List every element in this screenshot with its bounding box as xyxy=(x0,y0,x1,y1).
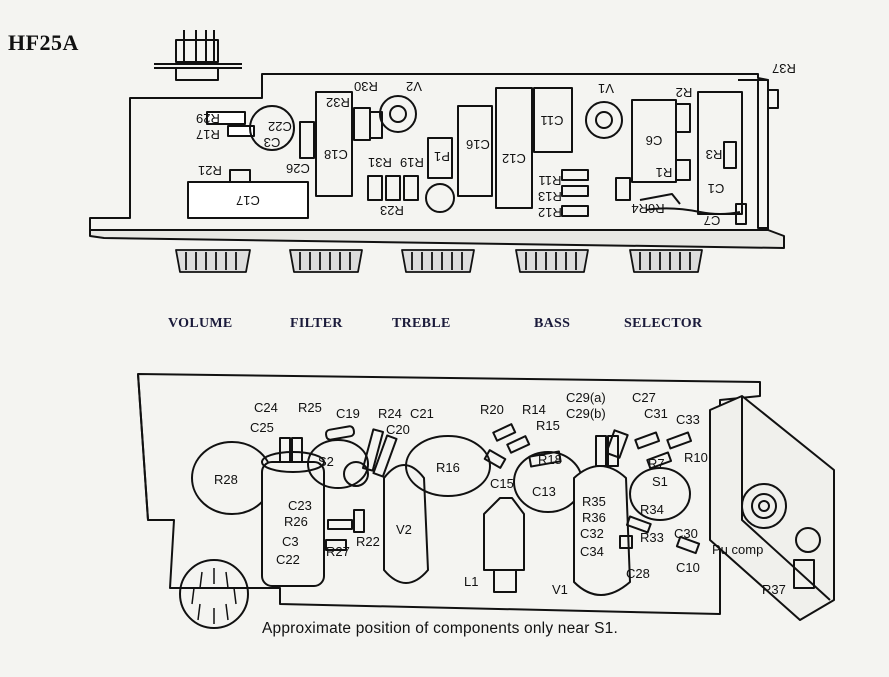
label-r20: R20 xyxy=(480,402,504,417)
label-c21: C21 xyxy=(410,406,434,421)
label-r27: R27 xyxy=(326,544,350,559)
label-r6r4: R6R4 xyxy=(631,201,664,216)
label-r14: R14 xyxy=(522,402,546,417)
label-r22: R22 xyxy=(356,534,380,549)
label-c31: C31 xyxy=(644,406,668,421)
label-r13: R13 xyxy=(538,189,562,204)
label-r11: R11 xyxy=(539,173,562,188)
label-v2-bottom: V2 xyxy=(396,522,412,537)
label-r29: R29 xyxy=(196,111,220,126)
label-r33: R33 xyxy=(640,530,664,545)
label-r18: R18 xyxy=(538,452,562,467)
label-c29b: C29(b) xyxy=(566,406,606,421)
label-r24: R24 xyxy=(378,406,402,421)
label-p1: P1 xyxy=(434,149,450,164)
label-r19: R19 xyxy=(400,155,424,170)
label-c34: C34 xyxy=(580,544,604,559)
label-r16: R16 xyxy=(436,460,460,475)
label-r25: R25 xyxy=(298,400,322,415)
treble-knob[interactable] xyxy=(401,249,475,273)
control-knobs xyxy=(175,249,703,273)
volume-knob[interactable] xyxy=(175,249,251,273)
label-r10: R10 xyxy=(684,450,708,465)
label-c16: C16 xyxy=(466,137,490,152)
label-c22-bottom: C22 xyxy=(276,552,300,567)
label-r7: R7 xyxy=(648,456,665,471)
knob-label-bass: BASS xyxy=(534,316,571,331)
label-l1: L1 xyxy=(464,574,478,589)
label-c11: C11 xyxy=(541,113,564,128)
label-c20: C20 xyxy=(386,422,410,437)
filter-knob[interactable] xyxy=(289,249,363,273)
bottom-view-chassis xyxy=(137,373,835,629)
label-r3: R3 xyxy=(706,147,723,162)
label-c15: C15 xyxy=(490,476,514,491)
label-r30: R30 xyxy=(354,79,378,94)
label-c26: C26 xyxy=(286,161,310,176)
label-c23: C23 xyxy=(288,498,312,513)
label-r26: R26 xyxy=(284,514,308,529)
diagram-caption: Approximate position of components only … xyxy=(262,620,618,637)
label-c7: C7 xyxy=(704,213,721,228)
label-c25: C25 xyxy=(250,420,274,435)
selector-knob[interactable] xyxy=(629,249,703,273)
label-c30: C30 xyxy=(674,526,698,541)
label-v2: V2 xyxy=(406,79,422,94)
label-c3-bottom: C3 xyxy=(282,534,299,549)
label-r37-top: R37 xyxy=(772,61,796,76)
label-s1: S1 xyxy=(652,474,668,489)
label-r35: R35 xyxy=(582,494,606,509)
label-r21: R21 xyxy=(198,163,222,178)
label-r32: R32 xyxy=(326,95,350,110)
label-c28: C28 xyxy=(626,566,650,581)
label-r31: R31 xyxy=(368,155,392,170)
label-c10: C10 xyxy=(676,560,700,575)
label-c17: C17 xyxy=(236,193,260,208)
label-c13: C13 xyxy=(532,484,556,499)
label-c12: C12 xyxy=(502,151,526,166)
top-view-labels: R29 R17 C22 C3 R21 C17 C26 C18 R32 R30 V… xyxy=(196,61,796,228)
label-c33: C33 xyxy=(676,412,700,427)
label-c3: C3 xyxy=(264,135,281,150)
label-v1: V1 xyxy=(598,81,614,96)
label-r37-bottom: R37 xyxy=(762,582,786,597)
label-r23: R23 xyxy=(380,203,404,218)
label-c27: C27 xyxy=(632,390,656,405)
label-r28: R28 xyxy=(214,472,238,487)
label-r17: R17 xyxy=(196,127,220,142)
label-c18: C18 xyxy=(324,147,348,162)
label-s2: S2 xyxy=(318,454,334,469)
label-c6: C6 xyxy=(646,133,663,148)
label-c1: C1 xyxy=(708,181,725,196)
label-r34: R34 xyxy=(640,502,664,517)
label-r36: R36 xyxy=(582,510,606,525)
label-c32: C32 xyxy=(580,526,604,541)
label-pu-comp: Pu comp xyxy=(712,542,763,557)
knob-label-treble: TREBLE xyxy=(392,316,451,331)
label-c22: C22 xyxy=(268,119,292,134)
label-c29a: C29(a) xyxy=(566,390,606,405)
label-r1: R1 xyxy=(656,165,673,180)
top-view-chassis xyxy=(89,30,785,249)
label-c24: C24 xyxy=(254,400,278,415)
knob-label-filter: FILTER xyxy=(290,316,343,331)
bottom-view-labels: C24 R25 C25 C19 R24 C21 C20 S2 R28 C23 R… xyxy=(214,390,786,597)
label-c19: C19 xyxy=(336,406,360,421)
knob-label-volume: VOLUME xyxy=(168,316,233,331)
bass-knob[interactable] xyxy=(515,249,589,273)
diagram-title: HF25A xyxy=(8,30,79,55)
label-v1-bottom: V1 xyxy=(552,582,568,597)
label-r15: R15 xyxy=(536,418,560,433)
label-r2: R2 xyxy=(676,85,693,100)
knob-label-selector: SELECTOR xyxy=(624,316,703,331)
label-r12: R12 xyxy=(538,205,562,220)
